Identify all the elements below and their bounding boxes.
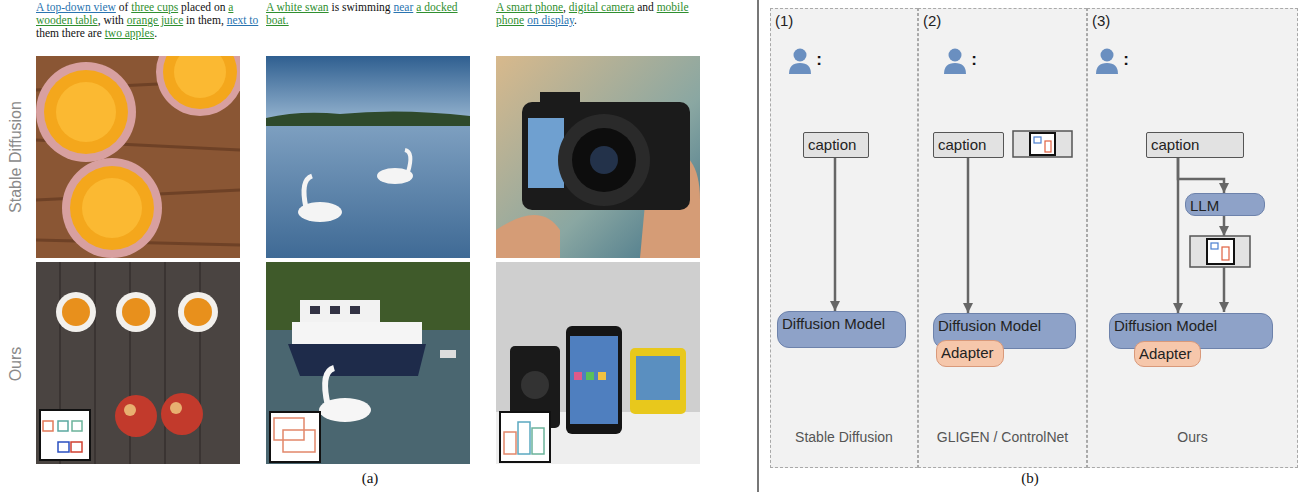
sd-swan-photo [266, 56, 470, 258]
caption-box: caption [803, 132, 869, 158]
subfigure-label: (b) [1015, 470, 1045, 487]
flow-arrow [1178, 158, 1224, 193]
caption-box: caption [933, 132, 1004, 158]
prompt-phrase: three cups [131, 1, 178, 13]
subfigure-label: (a) [355, 470, 385, 487]
ours-devices-photo [496, 262, 700, 464]
prompt-phrase: A smart phone [496, 1, 563, 13]
sd-cups-photo [36, 56, 240, 258]
image-prompt: A white swan is swimming neara docked bo… [266, 1, 474, 27]
user-colon: : [1121, 50, 1131, 70]
user-colon: : [814, 50, 824, 70]
flow-arrow [834, 158, 837, 311]
prompt-text: and [634, 1, 656, 13]
node-text: Adapter [941, 344, 994, 361]
ours-cups-photo [36, 262, 240, 464]
llm-box: LLM [1185, 193, 1265, 216]
panel-number: (3) [1092, 12, 1110, 29]
node-text: caption [938, 136, 986, 153]
panel-number: (2) [923, 12, 941, 29]
flow-arrow [1177, 158, 1180, 313]
row-label: Stable Diffusion [6, 57, 26, 257]
node-text: caption [808, 136, 856, 153]
panel-title: Stable Diffusion [771, 429, 917, 445]
node-text: Adapter [1139, 345, 1192, 362]
node-text: LLM [1190, 197, 1219, 214]
user-icons [789, 49, 1118, 75]
prompt-text: , [563, 1, 569, 13]
caption-box: caption [1146, 132, 1244, 158]
panel-ground [770, 8, 1298, 468]
prompt-text: them there are [36, 27, 105, 39]
prompt-text: in them, [183, 14, 226, 26]
node-text: caption [1151, 136, 1199, 153]
adapter-box: Adapter [936, 340, 1004, 367]
sd-camera-photo [496, 56, 700, 258]
prompt-text: is swimming [329, 1, 394, 13]
adapter-box: Adapter [1134, 341, 1201, 367]
prompt-text: , with [98, 14, 127, 26]
flow-arrow [967, 158, 970, 313]
ours-swan-photo [266, 262, 470, 464]
image-prompt: A smart phone, digital camera and mobile… [496, 1, 708, 27]
image-prompt: A top-down view of three cups placed on … [36, 1, 264, 40]
node-text: Diffusion Model [782, 315, 885, 332]
prompt-phrase: orange juice [127, 14, 184, 26]
layout-arrows [1223, 215, 1226, 312]
prompt-text: of [116, 1, 131, 13]
panel-number: (1) [775, 12, 793, 29]
user-colon: : [969, 50, 979, 70]
prompt-phrase: on display [527, 14, 574, 26]
panel-title: Ours [1088, 429, 1297, 445]
prompt-phrase: digital camera [569, 1, 634, 13]
row-label: Ours [6, 264, 26, 464]
dashed-panel: (1) Stable Diffusion captionDiffusion Mode… [770, 8, 918, 468]
panel-title: GLIGEN / ControlNet [919, 429, 1086, 445]
node-text: Diffusion Model [938, 317, 1041, 334]
dashed-panel: (3) Ours captionLLM Diffusion ModelAdapter [1087, 8, 1298, 468]
prompt-phrase: two apples [105, 27, 155, 39]
separator [757, 0, 759, 492]
prompt-phrase: A top-down view [36, 1, 116, 13]
prompt-phrase: next to [227, 14, 259, 26]
prompt-text: placed on [178, 1, 228, 13]
layout-box-icon [1013, 131, 1072, 157]
layout-box-icon [1190, 236, 1250, 267]
model-box: Diffusion Model [777, 311, 906, 348]
node-text: Diffusion Model [1114, 317, 1217, 334]
prompt-phrase: A white swan [266, 1, 329, 13]
prompt-text: . [574, 14, 577, 26]
prompt-text: . [154, 27, 157, 39]
dashed-panel: (2) GLIGEN / ControlNet captionDiffusion M… [918, 8, 1087, 468]
prompt-phrase: near [393, 1, 413, 13]
